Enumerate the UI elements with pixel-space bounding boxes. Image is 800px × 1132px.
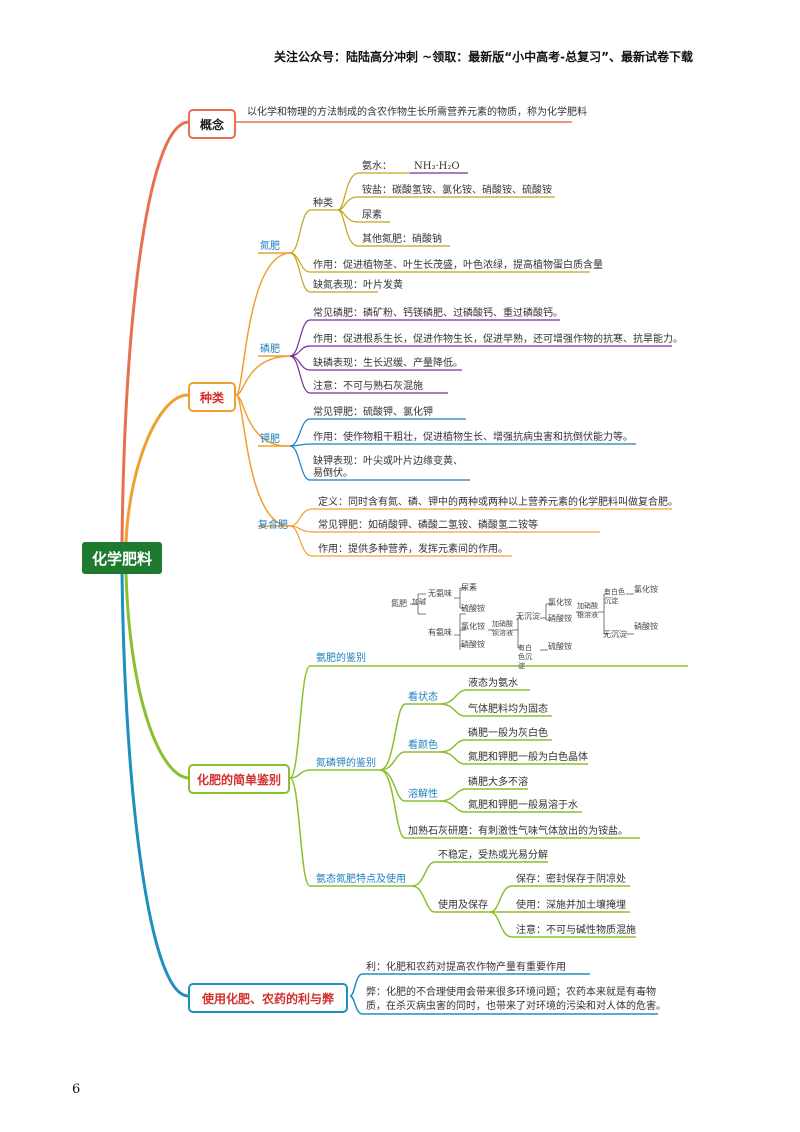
flow-list-1: 硫酸铵	[461, 604, 485, 613]
nitrogen-id-label: 氨肥的鉴别	[316, 653, 366, 664]
page-header: 关注公众号：陆陆高分冲刺 ~领取：最新版“小中高考-总复习”、最新试卷下载	[274, 50, 693, 64]
ammonium-usage-label: 使用及保存	[438, 900, 488, 911]
nitrogen-label: 氮肥	[260, 241, 280, 252]
flow-no-smell: 无氨味	[428, 589, 452, 598]
potassium-common: 常见钾肥：硫酸钾、氯化钾	[313, 407, 433, 418]
compound-label: 复合肥	[258, 520, 288, 531]
flow-white-ppt2: 有白色沉淀	[604, 588, 625, 605]
potassium-function: 作用：使作物粗干粗壮，促进植物生长、增强抗病虫害和抗倒伏能力等。	[313, 432, 633, 443]
flow-pair-1: 氯化铵	[548, 598, 572, 607]
concept-definition: 以化学和物理的方法制成的含农作物生长所需营养元素的物质，称为化学肥料	[247, 107, 587, 118]
root-node: 化学肥料	[82, 542, 162, 574]
ammonium-note: 注意：不可与碱性物质混施	[516, 925, 636, 936]
compound-definition: 定义：同时含有氮、磷、钾中的两种或两种以上营养元素的化学肥料叫做复合肥。	[318, 497, 678, 508]
compound-common: 常见钾肥：如硝酸钾、磷酸二氢铵、磷酸氢二铵等	[318, 520, 538, 531]
cons-line-1: 弊：化肥的不合理使用会带来很多环境问题；农药本来就是有毒物	[366, 987, 656, 998]
potassium-deficiency-1: 缺钾表现：叶尖或叶片边缘变黄、	[313, 456, 463, 467]
ammonium-unstable: 不稳定，受热或光易分解	[438, 850, 548, 861]
nitrogen-kind-4: 其他氮肥：硝酸钠	[362, 234, 442, 245]
ammonium-use: 使用：深施并加土壤掩埋	[516, 900, 626, 911]
compound-function: 作用：提供多种营养，发挥元素间的作用。	[318, 544, 508, 555]
flow-step3: 加硝酸银溶液	[577, 602, 598, 619]
solubility-label: 溶解性	[408, 789, 438, 800]
npk-id-label: 氮磷钾的鉴别	[316, 758, 376, 769]
flow-step2: 加硝酸钡溶液	[492, 620, 513, 637]
flow-step1: 加碱	[412, 598, 426, 606]
phosphorus-note: 注意：不可与熟石灰混施	[313, 381, 423, 392]
flow-no-ppt2: 无沉淀	[603, 630, 627, 639]
phosphorus-label: 磷肥	[260, 344, 280, 355]
cons-line-2: 质，在杀灭病虫害的同时，也带来了对环境的污染和对人体的危害。	[366, 1001, 666, 1012]
solubility-item-2: 氮肥和钾肥一般易溶于水	[468, 800, 578, 811]
flow-smell: 有氨味	[428, 628, 452, 637]
flow-sulfate: 硫酸铵	[548, 642, 572, 651]
potassium-deficiency-2: 易倒伏。	[313, 468, 353, 479]
flow-no-ppt: 无沉淀	[516, 612, 540, 621]
concept-node: 概念	[188, 109, 236, 139]
pros-cons-node: 使用化肥、农药的利与弊	[188, 983, 348, 1013]
ammonium-storage: 保存：密封保存于阴凉处	[516, 874, 626, 885]
color-item-2: 氮肥和钾肥一般为白色晶体	[468, 752, 588, 763]
flow-white-ppt: 有白色沉淀	[518, 644, 532, 670]
identification-node: 化肥的简单鉴别	[188, 764, 290, 794]
nitrogen-kind-3: 尿素	[362, 210, 382, 221]
flow-pair-2: 硝酸铵	[548, 614, 572, 623]
flow-nitrate: 硝酸铵	[634, 622, 658, 631]
flow-chloride: 氯化铵	[634, 585, 658, 594]
nitrogen-kind-1: 氨水：	[362, 161, 392, 172]
flow-list-2: 氯化铵	[461, 622, 485, 631]
nitrogen-kinds-label: 种类	[313, 198, 333, 209]
phosphorus-function: 作用：促进根系生长，促进作物生长，促进早熟，还可增强作物的抗寒、抗旱能力。	[313, 334, 683, 345]
ammonia-formula: NH₃·H₂O	[414, 161, 460, 172]
nitrogen-kind-2: 铵盐：碳酸氢铵、氯化铵、硝酸铵、硫酸铵	[362, 185, 552, 196]
grind-test: 加熟石灰研磨：有刺激性气味气体放出的为铵盐。	[408, 826, 628, 837]
page-number: 6	[72, 1082, 81, 1097]
flow-start: 氮肥	[391, 599, 407, 608]
solubility-item-1: 磷肥大多不溶	[468, 777, 528, 788]
types-node: 种类	[188, 382, 236, 412]
flow-urea: 尿素	[461, 583, 477, 592]
nitrogen-deficiency: 缺氮表现：叶片发黄	[313, 280, 403, 291]
phosphorus-common: 常见磷肥：磷矿粉、钙镁磷肥、过磷酸钙、重过磷酸钙。	[313, 308, 563, 319]
potassium-label: 钾肥	[260, 434, 280, 445]
state-item-1: 液态为氨水	[468, 678, 518, 689]
phosphorus-deficiency: 缺磷表现：生长迟缓、产量降低。	[313, 358, 463, 369]
color-item-1: 磷肥一般为灰白色	[468, 728, 548, 739]
ammonium-label: 氨态氮肥特点及使用	[316, 874, 406, 885]
state-label: 看状态	[408, 692, 438, 703]
pros-text: 利：化肥和农药对提高农作物产量有重要作用	[366, 962, 566, 973]
state-item-2: 气体肥料均为固态	[468, 704, 548, 715]
nitrogen-function: 作用：促进植物茎、叶生长茂盛，叶色浓绿，提高植物蛋白质含量	[313, 260, 603, 271]
flow-list-3: 硝酸铵	[461, 640, 485, 649]
color-label: 看颜色	[408, 740, 438, 751]
